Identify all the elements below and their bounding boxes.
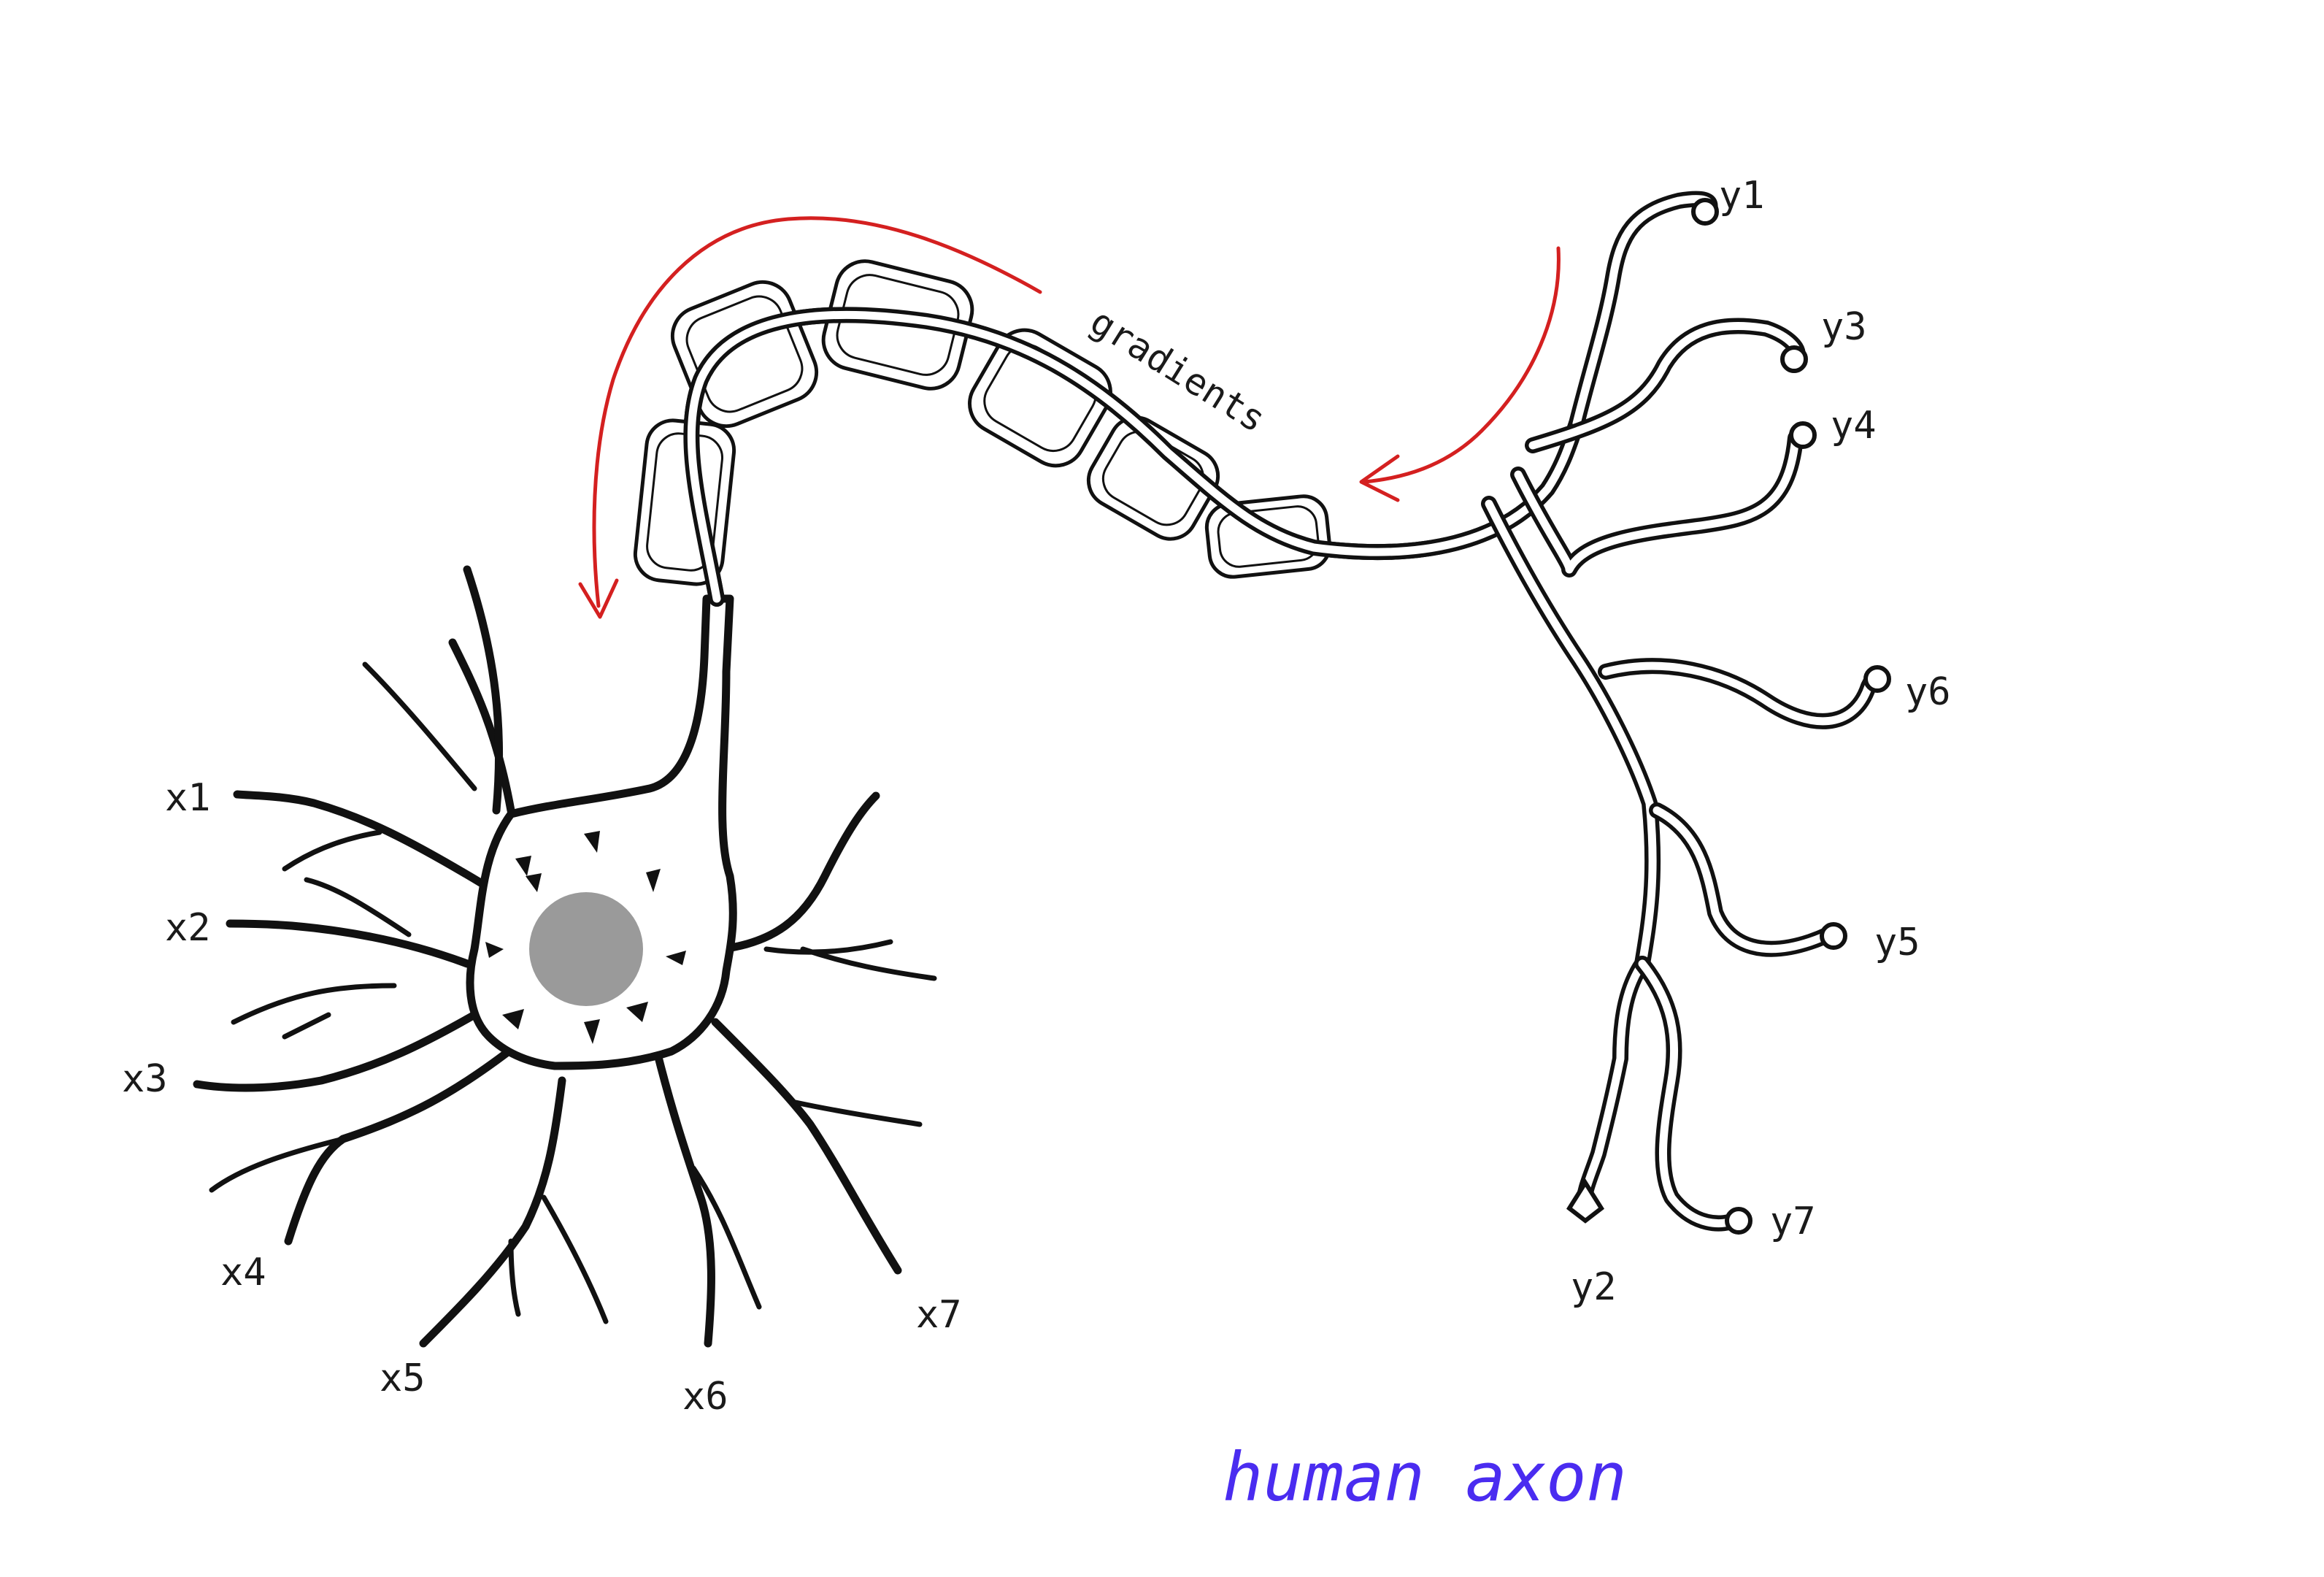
dendrite-x6 [653,1047,715,1348]
input-labels: x1 x2 x3 x4 x5 x6 x7 [122,776,962,1419]
soma [193,565,937,1348]
dendrite-x3 [193,1010,479,1092]
gradient-arrow-right [1363,246,1561,484]
dendrite-x1 [233,790,486,888]
dendrite-x4 [284,1040,523,1246]
dendrite-x1-branch [282,829,382,872]
dendrite-x2 [226,919,472,968]
input-label: x6 [682,1375,728,1419]
input-label: x7 [916,1293,962,1337]
dendrite-x3-twig [282,1012,331,1040]
input-label: x4 [220,1251,266,1294]
dendrite-x4-branch [209,1136,346,1193]
output-label: y4 [1831,404,1877,448]
output-labels: y1 y3 y4 y6 y5 y7 y2 [1571,174,1951,1309]
output-label: y5 [1874,921,1920,964]
organelles [485,831,686,1044]
output-label: y6 [1905,670,1951,714]
terminal-knobs [1566,198,1891,1235]
dendrite-x7 [711,1018,902,1275]
dendrite-right-upper [718,791,880,954]
dendrite-top [463,565,504,815]
output-label: y1 [1719,174,1765,218]
dendrite-top-left [448,638,515,815]
input-label: x3 [122,1057,168,1101]
gradient-arrows [578,216,1561,619]
output-label: y2 [1571,1265,1617,1309]
dendrite-x5 [419,1076,566,1348]
dendrite-top-left-2 [362,661,477,791]
dendrite-x7-branch [793,1100,923,1127]
axon-terminals [1481,191,1891,1235]
gradient-arrow-left [592,216,1042,608]
dendrite-x6-branch [690,1165,762,1310]
output-label: y7 [1770,1200,1816,1243]
input-label: x2 [165,906,211,950]
dendrite-right-mid [763,939,893,955]
input-label: x1 [165,776,211,820]
output-label: y3 [1821,305,1867,349]
caption: human axon [1223,1438,1627,1516]
dendrite-x5-branch [541,1194,609,1324]
dendrite-x2-branch [304,877,412,937]
dendrite-x3-branch [231,983,397,1025]
gradients-label: gradients [1083,300,1274,441]
dendrite-x5-twig [508,1238,521,1317]
nucleus [529,892,643,1006]
input-label: x5 [380,1357,426,1400]
